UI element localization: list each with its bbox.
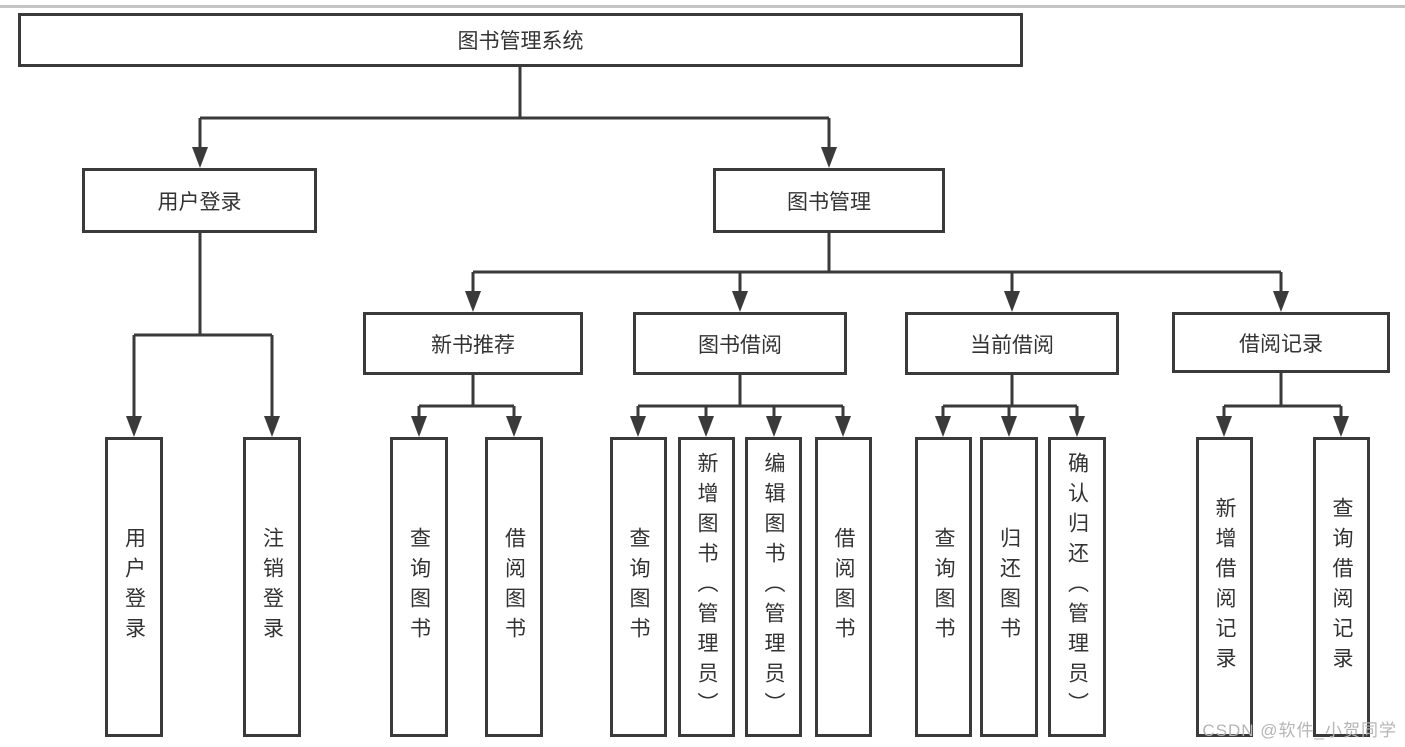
node-label: 借阅记录 bbox=[1239, 332, 1323, 356]
leaf-label: 编辑图书（管理员） bbox=[762, 452, 785, 722]
watermark: CSDN @软件_小贺同学 bbox=[1202, 721, 1397, 740]
node-label: 当前借阅 bbox=[970, 333, 1054, 357]
node-label: 图书借阅 bbox=[698, 333, 782, 357]
leaf-label: 新增图书（管理员） bbox=[695, 452, 718, 722]
leaf-label: 新增借阅记录 bbox=[1213, 497, 1236, 677]
node-root: 图书管理系统 bbox=[18, 13, 1023, 67]
node-book-management: 图书管理 bbox=[713, 168, 945, 233]
node-user-login: 用户登录 bbox=[82, 168, 317, 233]
leaf-label: 归还图书 bbox=[997, 527, 1021, 647]
leaf-label: 用户登录 bbox=[122, 527, 146, 647]
node-label: 图书管理系统 bbox=[457, 30, 584, 53]
leaf-query-books-newrec: 查询图书 bbox=[390, 437, 448, 737]
leaf-query-books-current: 查询图书 bbox=[915, 437, 972, 737]
node-current-borrowing: 当前借阅 bbox=[905, 312, 1119, 375]
leaf-query-borrow-record: 查询借阅记录 bbox=[1313, 437, 1370, 737]
leaf-label: 查询图书 bbox=[932, 527, 955, 647]
leaf-borrow-books-newrec: 借阅图书 bbox=[485, 437, 543, 737]
node-borrowing-records: 借阅记录 bbox=[1172, 312, 1390, 373]
leaf-add-borrow-record: 新增借阅记录 bbox=[1196, 437, 1253, 737]
leaf-logout-login: 注销登录 bbox=[243, 437, 301, 737]
node-label: 新书推荐 bbox=[431, 333, 515, 357]
node-label: 用户登录 bbox=[157, 190, 242, 214]
node-new-book-recommendation: 新书推荐 bbox=[363, 312, 583, 375]
leaf-return-books: 归还图书 bbox=[980, 437, 1038, 737]
top-divider-line bbox=[0, 5, 1405, 8]
leaf-borrow-books-borrow: 借阅图书 bbox=[815, 437, 872, 737]
leaf-user-login: 用户登录 bbox=[105, 437, 163, 737]
leaf-label: 注销登录 bbox=[260, 527, 284, 647]
leaf-confirm-return-admin: 确认归还（管理员） bbox=[1048, 437, 1106, 737]
node-label: 图书管理 bbox=[787, 190, 871, 214]
node-book-borrowing: 图书借阅 bbox=[633, 312, 847, 375]
leaf-label: 确认归还（管理员） bbox=[1065, 452, 1089, 722]
leaf-label: 查询借阅记录 bbox=[1330, 497, 1353, 677]
arrowhead-icons bbox=[126, 147, 1349, 437]
leaf-add-books-admin: 新增图书（管理员） bbox=[678, 437, 735, 737]
leaf-label: 借阅图书 bbox=[832, 527, 855, 647]
leaf-edit-books-admin: 编辑图书（管理员） bbox=[745, 437, 802, 737]
leaf-label: 查询图书 bbox=[407, 527, 431, 647]
leaf-label: 查询图书 bbox=[627, 527, 650, 647]
leaf-query-books-borrow: 查询图书 bbox=[610, 437, 667, 737]
leaf-label: 借阅图书 bbox=[502, 527, 526, 647]
